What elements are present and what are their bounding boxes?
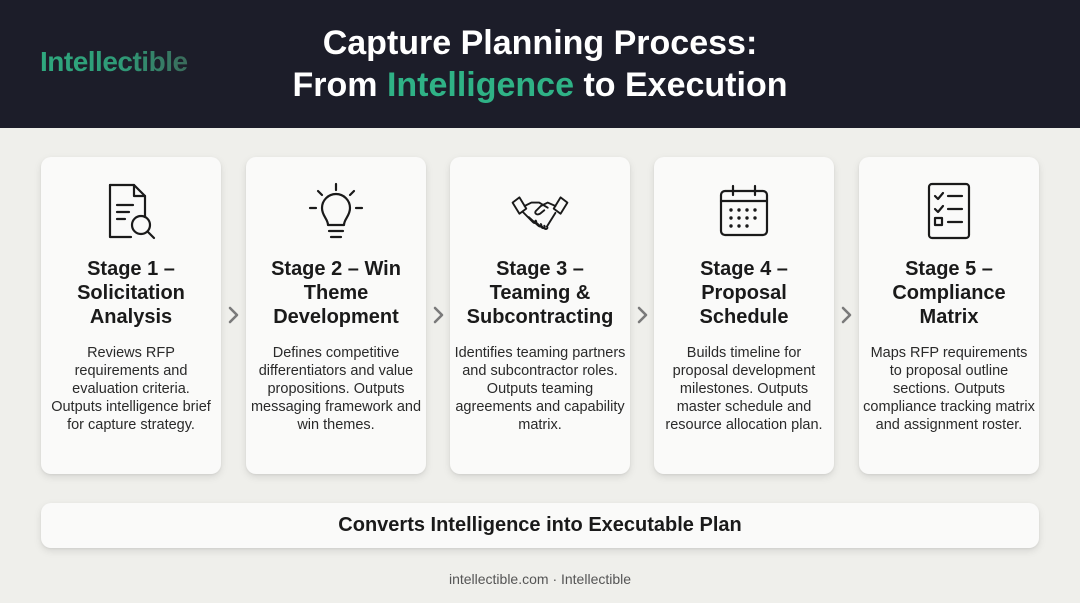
stage-title: Stage 2 – Win Theme Development	[271, 258, 401, 328]
summary-banner: Converts Intelligence into Executable Pl…	[41, 503, 1039, 548]
page-title: Capture Planning Process: From Intellige…	[250, 22, 830, 106]
title-line-2: From Intelligence to Execution	[250, 64, 830, 106]
handshake-icon	[510, 181, 570, 243]
stage-description: Reviews RFP requirements and evaluation …	[51, 345, 211, 433]
stage-description: Identifies teaming partners and subcontr…	[454, 345, 626, 433]
stage-description: Defines competitive differentiators and …	[250, 345, 422, 433]
title-prefix: From	[292, 66, 387, 104]
chevron-right-icon	[228, 306, 239, 324]
stage-card-5: Stage 5 – Compliance Matrix Maps RFP req…	[859, 157, 1039, 474]
chevron-right-icon	[433, 306, 444, 324]
stage-card-2: Stage 2 – Win Theme Development Defines …	[246, 157, 426, 474]
calendar-icon	[714, 181, 774, 243]
stage-description: Maps RFP requirements to proposal outlin…	[863, 345, 1035, 433]
header-bar: Intellectible Capture Planning Process: …	[0, 0, 1080, 128]
chevron-right-icon	[637, 306, 648, 324]
stage-card-4: Stage 4 – Proposal Schedule Builds timel…	[654, 157, 834, 474]
stage-description: Builds timeline for proposal development…	[665, 345, 823, 433]
chevron-right-icon	[841, 306, 852, 324]
document-search-icon	[101, 181, 161, 243]
lightbulb-icon	[306, 181, 366, 243]
title-accent: Intelligence	[386, 66, 575, 104]
checklist-icon	[919, 181, 979, 243]
logo: Intellectible	[40, 46, 188, 77]
footer-text: intellectible.com · Intellectible	[448, 571, 632, 587]
stage-title: Stage 5 – Compliance Matrix	[892, 258, 1006, 328]
stage-card-1: Stage 1 – Solicitation Analysis Reviews …	[41, 157, 221, 474]
title-line-1: Capture Planning Process:	[322, 24, 758, 62]
stage-title: Stage 4 – Proposal Schedule	[699, 258, 789, 328]
title-suffix: to Execution	[574, 66, 788, 104]
stage-card-3: Stage 3 – Teaming & Subcontracting Ident…	[450, 157, 630, 474]
stage-title: Stage 1 – Solicitation Analysis	[77, 258, 185, 328]
stage-title: Stage 3 – Teaming & Subcontracting	[466, 258, 614, 328]
